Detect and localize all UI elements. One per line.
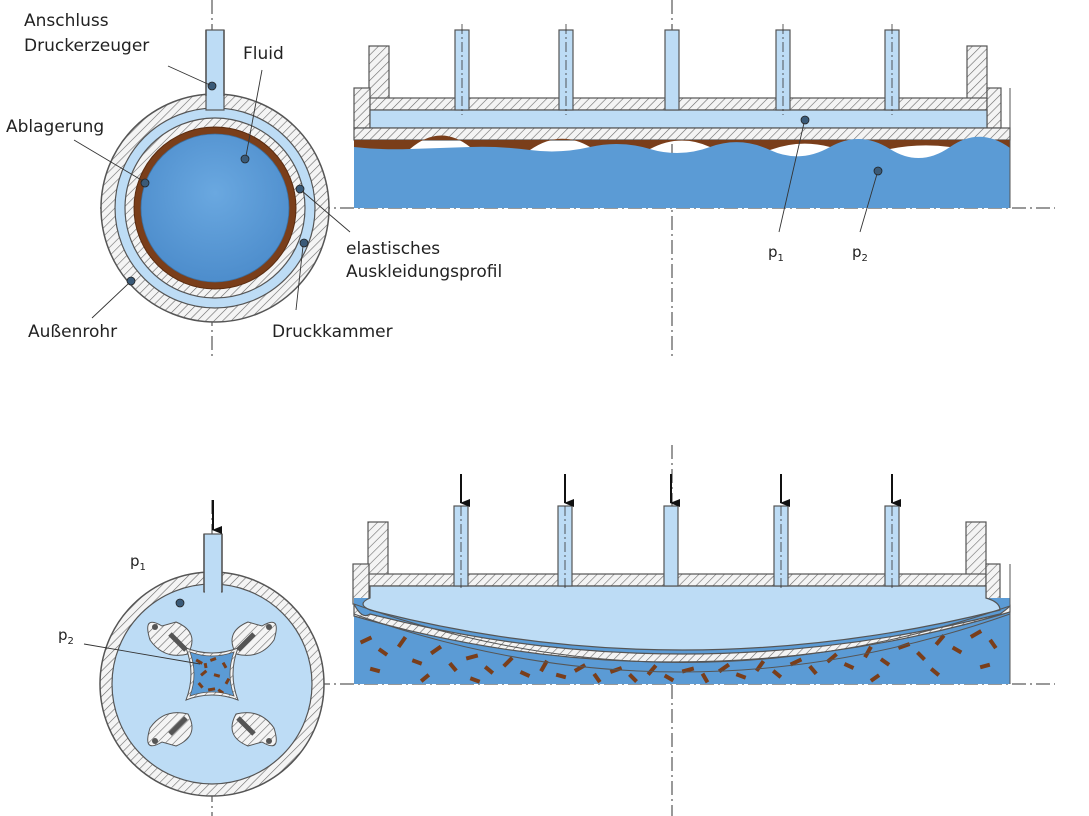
top-cross-section [100, 29, 330, 323]
bottom-cross-section [83, 500, 325, 797]
label-ablagerung: Ablagerung [6, 117, 104, 137]
collapsed-lining [147, 621, 277, 747]
label-p1-bottom: p1 [130, 552, 146, 573]
label-elastisches-2: Auskleidungsprofil [346, 262, 502, 282]
label-fluid: Fluid [243, 44, 284, 64]
connection-nozzle [205, 29, 225, 111]
leader-lines-top [73, 65, 351, 319]
label-p1-top: p1 [768, 243, 784, 264]
pressure-arrows-longitudinal [460, 474, 901, 507]
label-p2-bottom: p2 [58, 626, 74, 647]
label-druckkammer: Druckkammer [272, 322, 393, 342]
label-p2-top: p2 [852, 243, 868, 264]
bottom-left-labels: p1 p2 [58, 552, 146, 647]
fluid-core [140, 133, 290, 283]
label-elastisches-1: elastisches [346, 239, 440, 259]
top-longitudinal-section [353, 24, 1011, 233]
label-aussenrohr: Außenrohr [28, 322, 117, 342]
label-anschluss-1: Anschluss [24, 11, 109, 31]
top-labels: Anschluss Druckerzeuger Fluid Ablagerung… [6, 11, 868, 342]
bottom-longitudinal-section [352, 474, 1011, 684]
label-anschluss-2: Druckerzeuger [24, 36, 149, 56]
